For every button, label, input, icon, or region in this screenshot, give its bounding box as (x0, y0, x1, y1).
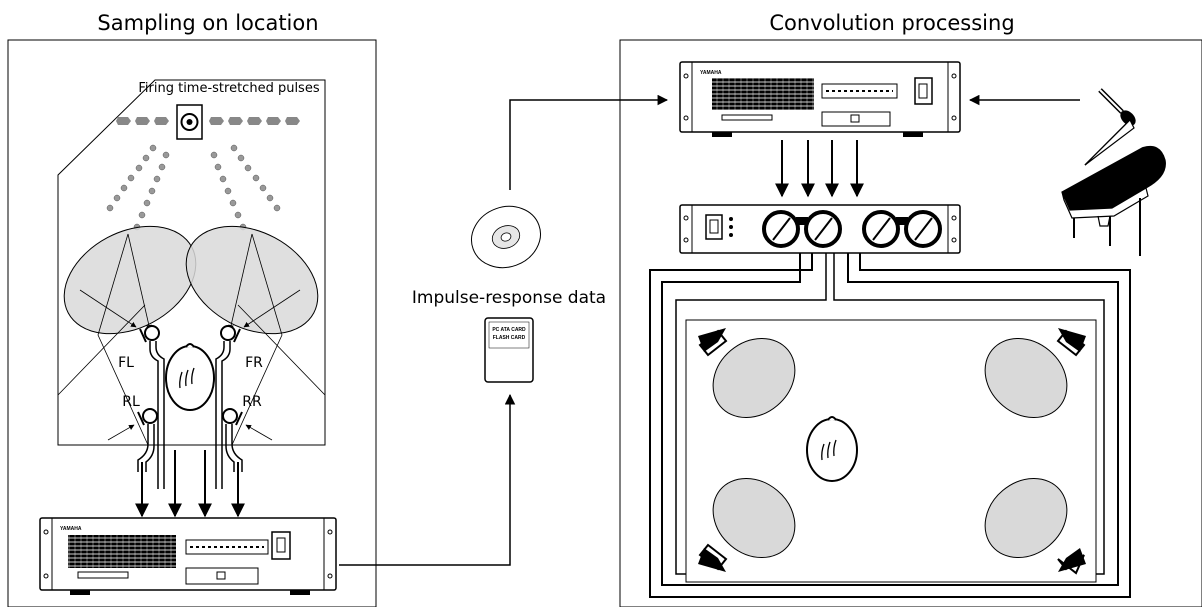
speaker-front-right-icon (1056, 328, 1086, 357)
impulse-response-label: Impulse-response data (412, 288, 606, 308)
mic-label-fr: FR (245, 355, 263, 371)
speaker-rear-right-icon (1057, 548, 1086, 575)
cable-arrows-down (135, 450, 245, 518)
right-panel-frame (619, 39, 1202, 607)
flow-line-to-right-rack (509, 94, 669, 190)
room-listener-head-icon (806, 416, 858, 482)
left-panel-frame (7, 39, 377, 607)
sound-field-rear-right (984, 477, 1068, 559)
sound-field-front-left (712, 337, 796, 419)
pulse-label: Firing time-stretched pulses (138, 81, 319, 96)
mic-label-rr: RR (242, 394, 262, 410)
pulse-train-horizontal (116, 117, 300, 125)
sound-field-front-right (984, 337, 1068, 419)
rack-to-amp-arrows (775, 140, 864, 198)
mic-rl-icon (137, 408, 158, 426)
right-rack-brand: YAMAHA (700, 70, 722, 76)
right-panel-title: Convolution processing (769, 11, 1014, 35)
rack-processor-right: YAMAHA (679, 61, 961, 137)
left-rack-brand: YAMAHA (60, 526, 82, 532)
grand-piano-icon (1061, 118, 1166, 256)
flash-card-icon: PC ATA CARD FLASH CARD (484, 317, 534, 383)
flow-line-to-card (339, 393, 516, 566)
speaker-rear-left-icon (698, 543, 728, 572)
reflection-lines (57, 233, 326, 446)
rack-processor-left: YAMAHA (39, 517, 337, 595)
card-text-1: PC ATA CARD (492, 327, 526, 333)
power-amplifier (679, 204, 961, 254)
microphone-icon (1098, 88, 1136, 126)
sound-field-rear-left (712, 477, 796, 559)
coverage-ellipse-right (185, 225, 319, 335)
left-panel-title: Sampling on location (97, 11, 318, 35)
mic-label-fl: FL (118, 355, 134, 371)
room-outline (57, 79, 326, 446)
speaker-front-left-icon (698, 328, 728, 357)
card-text-2: FLASH CARD (493, 335, 526, 341)
mic-label-rl: RL (122, 394, 140, 410)
mic-fr-icon (220, 325, 241, 343)
pulse-speaker-icon (176, 104, 203, 140)
mic-fl-icon (139, 325, 160, 343)
listener-head-icon (165, 343, 215, 411)
pulse-train-diagonal (106, 144, 281, 231)
mic-cables (137, 341, 243, 489)
cd-disc-icon (471, 205, 541, 269)
mic-rr-icon (222, 408, 243, 426)
